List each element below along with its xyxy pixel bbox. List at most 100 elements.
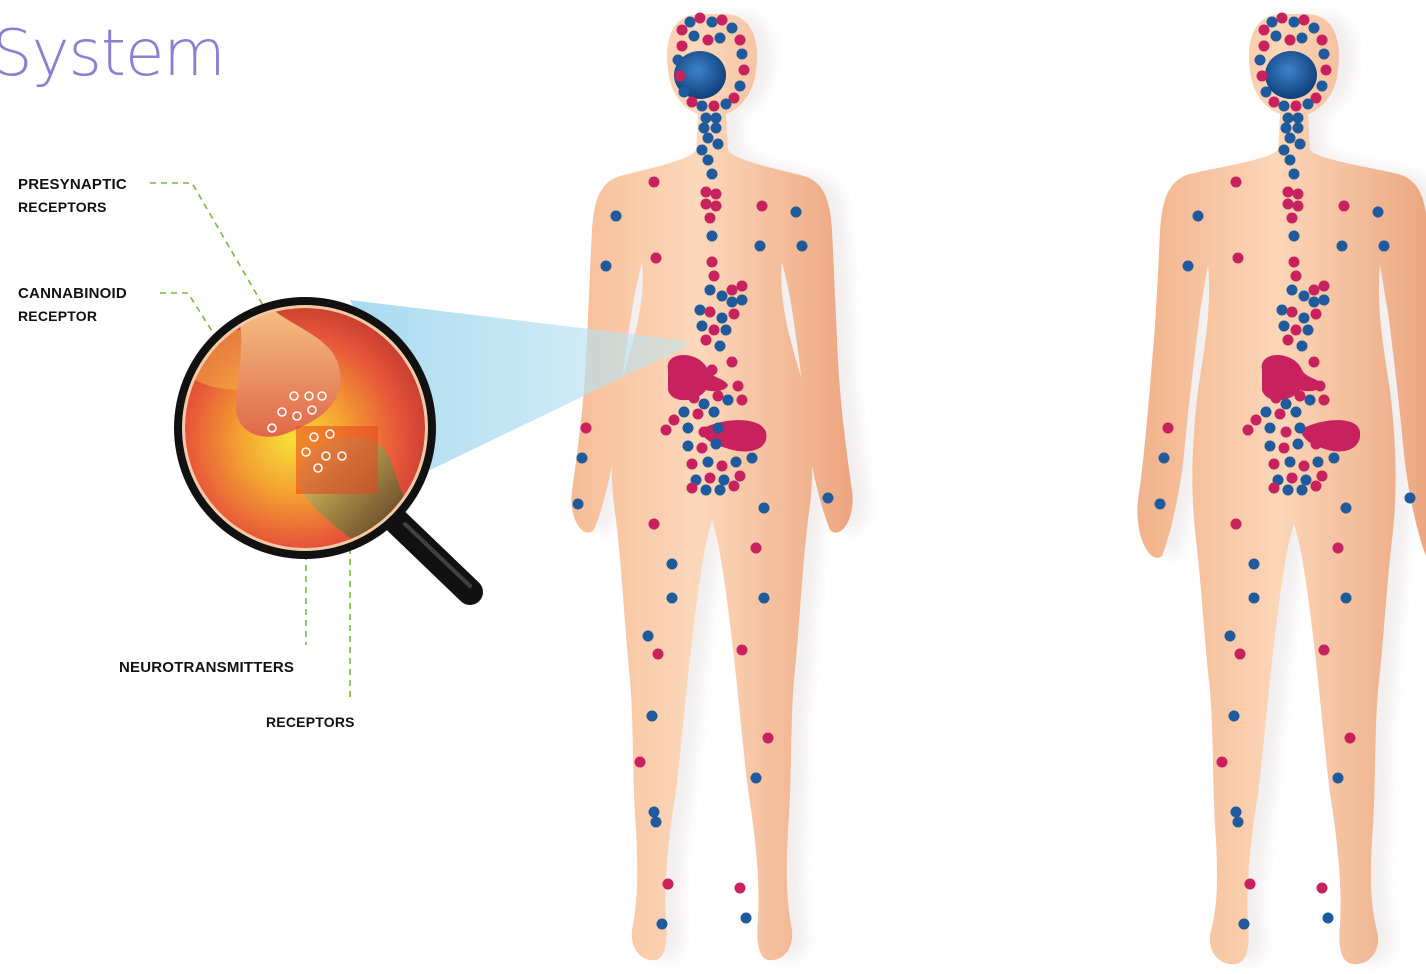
receptor-dot-blue: [1297, 485, 1308, 496]
receptor-dot-blue: [701, 485, 712, 496]
receptor-dot-magenta: [735, 471, 746, 482]
receptor-dot-magenta: [661, 425, 672, 436]
receptor-dot-blue: [1319, 49, 1330, 60]
receptor-dot-blue: [1225, 631, 1236, 642]
receptor-dot-magenta: [649, 177, 660, 188]
receptor-dot-magenta: [581, 423, 592, 434]
receptor-dot-blue: [1267, 17, 1278, 28]
receptor-dot-blue: [1265, 423, 1276, 434]
receptor-dot-blue: [699, 123, 710, 134]
receptor-dot-blue: [1285, 133, 1296, 144]
receptor-dot-magenta: [699, 427, 710, 438]
receptor-dot-magenta: [1281, 427, 1292, 438]
receptor-dot-magenta: [1339, 201, 1350, 212]
receptor-dot-blue: [701, 113, 712, 124]
receptor-dot-blue: [697, 101, 708, 112]
receptor-dot-magenta: [705, 213, 716, 224]
receptor-dot-blue: [1309, 23, 1320, 34]
receptor-dot-blue: [1317, 81, 1328, 92]
receptor-dot-magenta: [705, 473, 716, 484]
receptor-dot-blue: [759, 593, 770, 604]
receptor-dot-blue: [683, 441, 694, 452]
receptor-dot-blue: [577, 453, 588, 464]
receptor-dot-blue: [711, 113, 722, 124]
receptor-dot-blue: [717, 313, 728, 324]
receptor-dot-magenta: [1271, 393, 1282, 404]
receptor-dot-blue: [713, 139, 724, 150]
receptor-dot-blue: [1313, 457, 1324, 468]
receptor-dot-magenta: [1319, 395, 1330, 406]
receptor-dot-blue: [759, 503, 770, 514]
receptor-dot-magenta: [1283, 199, 1294, 210]
receptor-dot-magenta: [757, 201, 768, 212]
receptor-dot-blue: [705, 285, 716, 296]
receptor-dot-magenta: [1283, 335, 1294, 346]
receptor-dot-blue: [683, 423, 694, 434]
receptor-dot-blue: [823, 493, 834, 504]
receptor-dot-magenta: [713, 391, 724, 402]
receptor-dot-blue: [649, 807, 660, 818]
receptor-dot-blue: [685, 17, 696, 28]
receptor-dot-blue: [1295, 423, 1306, 434]
receptor-dot-blue: [703, 155, 714, 166]
receptor-dot-magenta: [1287, 307, 1298, 318]
receptor-dot-blue: [735, 81, 746, 92]
receptor-dot-blue: [1301, 475, 1312, 486]
receptor-dot-blue: [727, 297, 738, 308]
receptor-dot-blue: [1405, 493, 1416, 504]
receptor-dot-magenta: [663, 879, 674, 890]
receptor-dot-magenta: [1231, 177, 1242, 188]
receptor-dot-magenta: [1293, 201, 1304, 212]
receptor-dot-magenta: [1295, 391, 1306, 402]
receptor-dot-magenta: [1309, 357, 1320, 368]
receptor-dot-blue: [723, 395, 734, 406]
receptor-dot-blue: [651, 817, 662, 828]
receptor-dot-blue: [699, 399, 710, 410]
receptor-dot-magenta: [1315, 381, 1326, 392]
receptor-dot-blue: [1261, 87, 1272, 98]
receptor-dot-magenta: [677, 25, 688, 36]
receptor-dot-magenta: [1291, 271, 1302, 282]
female-body-silhouette-icon: [571, 14, 852, 960]
receptor-dot-magenta: [1299, 461, 1310, 472]
receptor-dot-blue: [1287, 285, 1298, 296]
receptor-dot-blue: [1279, 321, 1290, 332]
receptor-dot-blue: [1281, 123, 1292, 134]
receptor-dot-blue: [1261, 407, 1272, 418]
receptor-dot-blue: [721, 325, 732, 336]
receptor-dot-blue: [1291, 407, 1302, 418]
receptor-dot-magenta: [695, 13, 706, 24]
receptor-dot-blue: [727, 23, 738, 34]
receptor-dot-magenta: [1321, 65, 1332, 76]
receptor-dot-blue: [715, 33, 726, 44]
receptor-dot-blue: [707, 231, 718, 242]
receptor-dot-magenta: [1269, 459, 1280, 470]
receptor-dot-magenta: [1259, 41, 1270, 52]
receptor-dot-blue: [1277, 305, 1288, 316]
receptor-dot-blue: [709, 407, 720, 418]
receptor-dot-blue: [1293, 439, 1304, 450]
receptor-dot-magenta: [669, 415, 680, 426]
receptor-dot-magenta: [1279, 443, 1290, 454]
receptor-dot-magenta: [1287, 473, 1298, 484]
receptor-dot-blue: [679, 87, 690, 98]
receptor-dot-magenta: [687, 459, 698, 470]
receptor-dot-magenta: [1251, 415, 1262, 426]
receptor-dot-blue: [1303, 325, 1314, 336]
receptor-dot-magenta: [1289, 257, 1300, 268]
receptor-dot-blue: [1337, 241, 1348, 252]
receptor-dot-blue: [1231, 807, 1242, 818]
receptor-dot-blue: [711, 439, 722, 450]
receptor-dot-blue: [667, 593, 678, 604]
receptor-dot-blue: [1155, 499, 1166, 510]
receptor-dot-magenta: [703, 35, 714, 46]
receptor-dot-magenta: [1275, 409, 1286, 420]
receptor-dot-blue: [1373, 207, 1384, 218]
receptor-dot-blue: [1283, 113, 1294, 124]
receptor-dot-blue: [1239, 919, 1250, 930]
receptor-dot-blue: [1379, 241, 1390, 252]
receptor-dot-magenta: [727, 357, 738, 368]
receptor-dot-magenta: [1287, 213, 1298, 224]
receptor-dot-magenta: [709, 325, 720, 336]
receptor-dot-magenta: [709, 271, 720, 282]
